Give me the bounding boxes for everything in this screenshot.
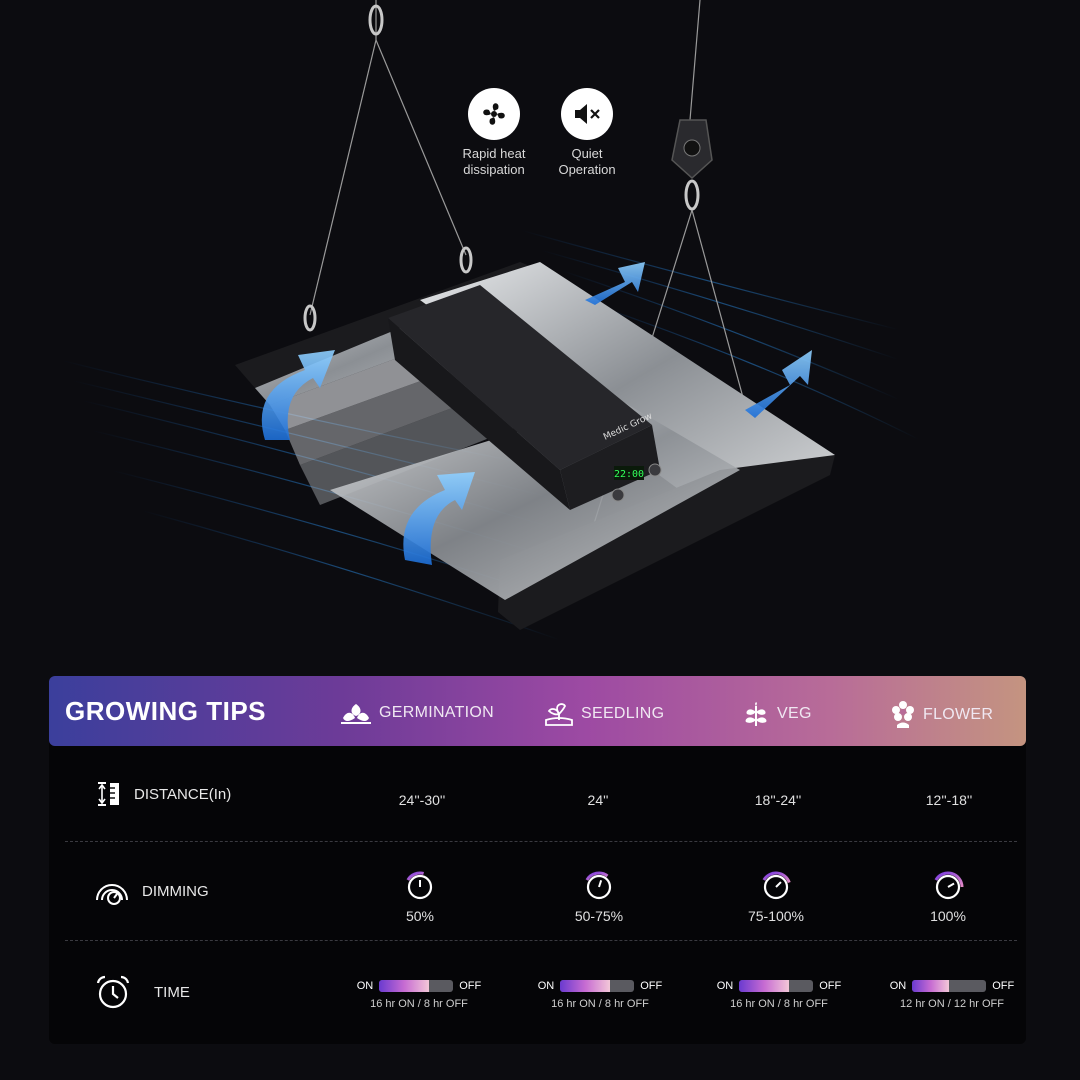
- photoperiod-fill: [739, 980, 789, 992]
- distance-row-label: DISTANCE(In): [94, 780, 231, 808]
- dimming-icon: [96, 884, 128, 905]
- dimming-level-arc: [585, 871, 609, 881]
- photoperiod-text: 12 hr ON / 12 hr OFF: [900, 998, 1004, 1010]
- stage-germination: GERMINATION: [339, 700, 494, 726]
- distance-value-veg: 18''-24'': [754, 792, 802, 808]
- growing-tips-panel: GROWING TIPS GERMINATION SEEDLING: [49, 676, 1026, 1044]
- off-label: OFF: [992, 980, 1015, 992]
- grow-light-illustration: 22:00 Medic Grow: [59, 0, 921, 641]
- rope-ratchet: [671, 119, 713, 180]
- dimmer-dial: [762, 871, 791, 900]
- photoperiod-text: 16 hr ON / 8 hr OFF: [730, 998, 828, 1010]
- light-timer: ON OFF: [334, 980, 504, 992]
- time-cell-germination: ON OFF 16 hr ON / 8 hr OFF: [334, 980, 504, 1010]
- photoperiod-bar: [560, 980, 635, 992]
- dimmer-dial: [585, 871, 612, 900]
- dimming-row: DIMMING 50% 50-75% 75-100% 100%: [49, 842, 1026, 940]
- distance-icon: [98, 782, 119, 806]
- time-row: TIME ON OFF 16 hr ON / 8 hr OFF ON OFF 1…: [49, 942, 1026, 1040]
- feature-label: Quiet Operation: [558, 146, 616, 177]
- dimming-value: 75-100%: [747, 908, 805, 924]
- dimming-cell-germination: 50%: [335, 870, 505, 924]
- off-label: OFF: [459, 980, 482, 992]
- photoperiod-text: 16 hr ON / 8 hr OFF: [551, 998, 649, 1010]
- dial-indicator: [947, 882, 955, 888]
- germination-icon: [341, 704, 371, 724]
- stage-seedling: SEEDLING: [543, 700, 664, 728]
- photoperiod-bar: [379, 980, 454, 992]
- photoperiod-fill: [379, 980, 429, 992]
- on-label: ON: [356, 980, 374, 992]
- feature-quiet-operation: Quiet Operation: [527, 88, 647, 178]
- stage-label: GERMINATION: [379, 704, 495, 721]
- product-image: 22:00 Medic Grow: [59, 0, 921, 641]
- off-label: OFF: [819, 980, 842, 992]
- growing-tips-header: GROWING TIPS GERMINATION SEEDLING: [49, 676, 1026, 746]
- on-label: ON: [716, 980, 734, 992]
- dimming-level-arc: [406, 871, 425, 881]
- dial-indicator: [775, 881, 782, 888]
- dimming-value: 50-75%: [574, 908, 624, 924]
- distance-label: DISTANCE(In): [134, 785, 232, 803]
- mute-icon: [561, 88, 613, 140]
- dimming-cell-seedling: 50-75%: [514, 870, 684, 924]
- off-label: OFF: [640, 980, 663, 992]
- on-label: ON: [889, 980, 907, 992]
- dimming-row-label: DIMMING: [94, 876, 209, 906]
- distance-value-germination: 24''-30'': [398, 792, 446, 808]
- feature-heat-dissipation: Rapid heat dissipation: [434, 88, 554, 178]
- dial-knob: [407, 874, 433, 900]
- stage-label: FLOWER: [923, 706, 994, 723]
- feature-label: Rapid heat dissipation: [462, 146, 526, 177]
- time-cell-seedling: ON OFF 16 hr ON / 8 hr OFF: [515, 980, 685, 1010]
- dial-knob: [935, 874, 961, 900]
- dimming-cell-veg: 75-100%: [691, 870, 861, 924]
- dial-indicator: [598, 880, 603, 888]
- time-row-label: TIME: [94, 974, 190, 1010]
- dimming-level-arc: [762, 871, 791, 884]
- photoperiod-bar: [912, 980, 987, 992]
- light-timer: ON OFF: [515, 980, 685, 992]
- dimming-label: DIMMING: [142, 882, 209, 900]
- dial-knob: [763, 874, 789, 900]
- photoperiod-text: 16 hr ON / 8 hr OFF: [370, 998, 468, 1010]
- dimming-cell-flower: 100%: [863, 870, 1033, 924]
- dimmer-dial: [934, 871, 964, 900]
- stage-label: SEEDLING: [581, 705, 665, 722]
- photoperiod-fill: [560, 980, 610, 992]
- fan-icon: [468, 88, 520, 140]
- time-cell-veg: ON OFF 16 hr ON / 8 hr OFF: [694, 980, 864, 1010]
- photoperiod-bar: [739, 980, 814, 992]
- photoperiod-fill: [912, 980, 950, 992]
- flower-icon: [892, 701, 914, 728]
- stage-flower: FLOWER: [889, 700, 993, 730]
- dimmer-dial: [406, 871, 433, 900]
- timer-display: 22:00: [614, 469, 644, 480]
- seedling-icon: [545, 703, 573, 726]
- dial-knob: [586, 874, 612, 900]
- light-bars: 22:00 Medic Grow: [235, 262, 835, 630]
- veg-icon: [745, 702, 767, 726]
- dimming-value: 50%: [405, 908, 435, 924]
- airflow-arrows: [261, 262, 812, 565]
- light-timer: ON OFF: [867, 980, 1037, 992]
- growing-tips-title: GROWING TIPS: [65, 696, 266, 726]
- light-timer: ON OFF: [694, 980, 864, 992]
- time-label: TIME: [154, 983, 190, 1001]
- time-cell-flower: ON OFF 12 hr ON / 12 hr OFF: [867, 980, 1037, 1010]
- dimming-level-arc: [934, 871, 964, 888]
- on-label: ON: [537, 980, 555, 992]
- row-divider: [65, 841, 1017, 842]
- distance-row: DISTANCE(In) 24''-30'' 24'' 18''-24'' 12…: [49, 748, 1026, 846]
- distance-value-flower: 12''-18'': [925, 792, 973, 808]
- airflow-streaks: [59, 229, 921, 641]
- row-divider: [65, 940, 1017, 941]
- stage-label: VEG: [777, 705, 812, 722]
- distance-value-seedling: 24'': [587, 792, 609, 808]
- dimming-value: 100%: [930, 908, 966, 924]
- alarm-clock-icon: [96, 975, 130, 1009]
- stage-veg: VEG: [741, 700, 812, 728]
